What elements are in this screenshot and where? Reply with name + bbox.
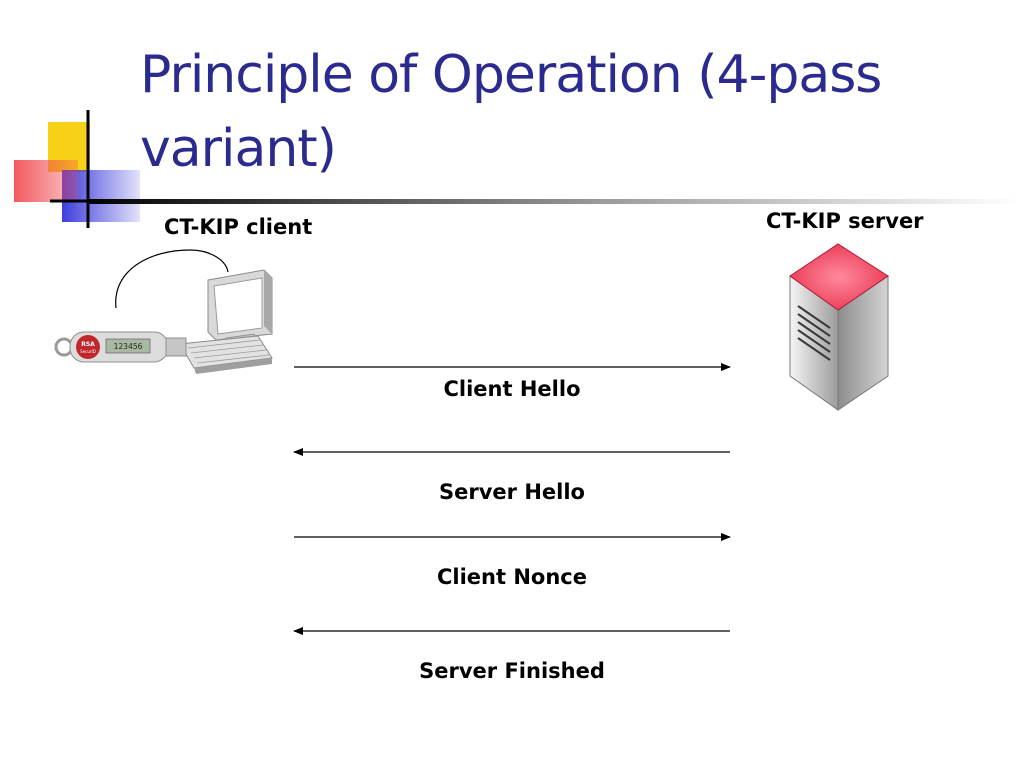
token-display: 123456 (114, 342, 143, 351)
message-label-server-hello: Server Hello (439, 480, 585, 504)
client-illustration: RSA SecurID 123456 (54, 249, 273, 374)
message-label-server-finished: Server Finished (419, 659, 605, 683)
message-label-client-nonce: Client Nonce (437, 565, 587, 589)
message-label-client-hello: Client Hello (443, 377, 581, 401)
server-illustration (789, 243, 889, 411)
usb-cable (115, 249, 229, 309)
client-label: CT-KIP client (164, 215, 313, 239)
token-icon: RSA SecurID 123456 (54, 331, 187, 363)
computer-icon (179, 269, 273, 374)
token-brand: RSA (81, 341, 95, 348)
server-label: CT-KIP server (766, 209, 924, 233)
token-sub: SecurID (80, 349, 96, 354)
server-icon (789, 243, 889, 411)
slide-title: Principle of Operation (4-pass variant) (140, 45, 882, 179)
